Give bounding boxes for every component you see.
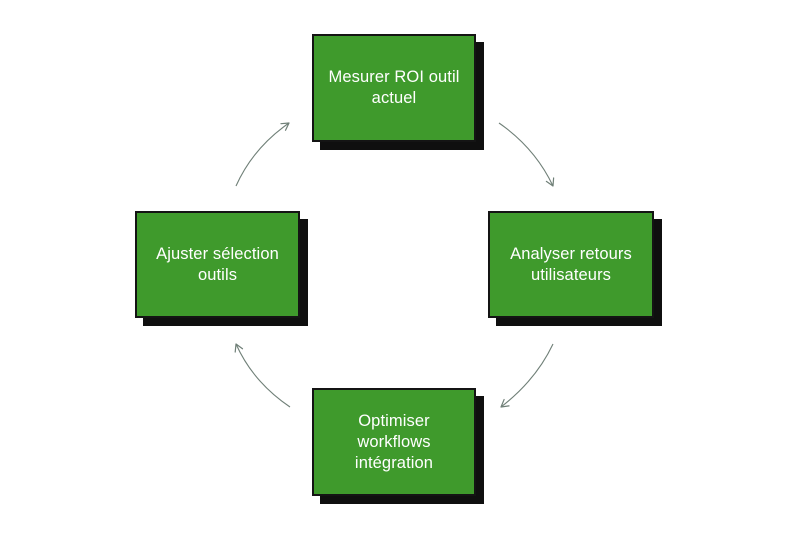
node-optimiser-workflows: Optimiser workflows intégration xyxy=(312,388,476,496)
arrow-right-to-bottom xyxy=(500,343,554,408)
node-label: Ajuster sélection outils xyxy=(156,244,279,284)
arrow-top-to-right xyxy=(498,122,555,187)
node-analyser-retours: Analyser retours utilisateurs xyxy=(488,211,654,318)
arrow-left-to-top xyxy=(235,122,290,187)
arrow-bottom-to-left xyxy=(234,343,291,408)
node-mesurer-roi: Mesurer ROI outil actuel xyxy=(312,34,476,142)
node-label: Mesurer ROI outil actuel xyxy=(328,68,460,107)
node-label: Optimiser workflows intégration xyxy=(354,411,434,472)
node-ajuster-selection: Ajuster sélection outils xyxy=(135,211,300,318)
node-label: Analyser retours utilisateurs xyxy=(510,244,632,284)
